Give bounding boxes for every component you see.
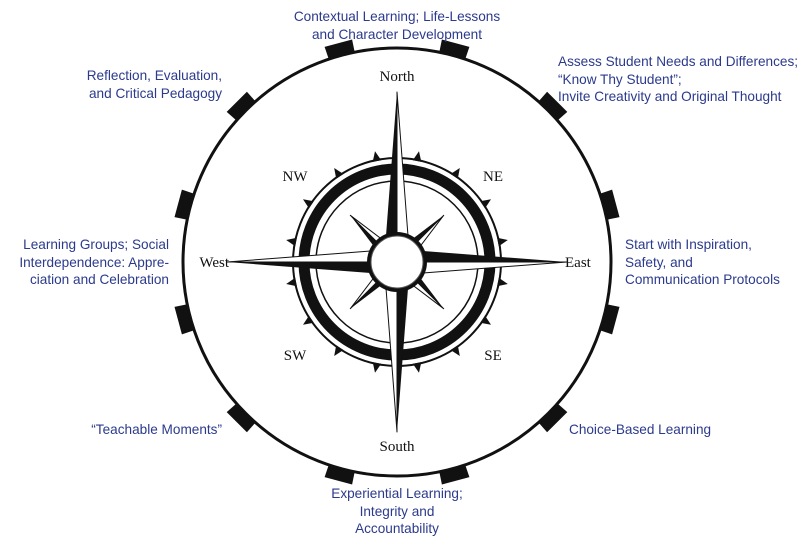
inner-ring-tick bbox=[480, 199, 491, 209]
caption-north: Contextual Learning; Life-Lessons and Ch… bbox=[271, 8, 523, 43]
cardinal-point-dark bbox=[397, 262, 410, 432]
caption-line: Assess Student Needs and Differences; bbox=[558, 54, 799, 69]
inner-ring-tick bbox=[497, 277, 508, 287]
caption-southeast: Choice-Based Learning bbox=[569, 421, 711, 439]
compass-hub-face bbox=[370, 235, 424, 289]
caption-line: Contextual Learning; Life-Lessons bbox=[293, 9, 501, 24]
inner-ring-tick bbox=[286, 277, 297, 287]
caption-south: Experiential Learning; Integrity and Acc… bbox=[304, 485, 490, 538]
caption-line: Communication Protocols bbox=[625, 272, 780, 287]
inner-ring-tick bbox=[450, 168, 460, 179]
direction-northwest: NW bbox=[283, 169, 309, 185]
inner-ring-tick bbox=[286, 237, 297, 247]
caption-line: Integrity and bbox=[359, 503, 435, 519]
direction-east: East bbox=[565, 255, 592, 271]
caption-line: ciation and Celebration bbox=[29, 272, 169, 287]
inner-ring-tick bbox=[412, 362, 422, 373]
inner-ring-tick bbox=[372, 151, 382, 162]
direction-southwest: SW bbox=[284, 348, 307, 364]
caption-line: Invite Creativity and Original Thought bbox=[558, 89, 782, 104]
outer-notch bbox=[533, 398, 568, 433]
inner-ring-tick bbox=[412, 151, 422, 162]
caption-line: Safety, and bbox=[625, 254, 693, 270]
direction-northeast: NE bbox=[483, 169, 503, 185]
inner-ring-notches bbox=[286, 151, 508, 373]
caption-line: Start with Inspiration, bbox=[625, 237, 752, 252]
caption-line: Experiential Learning; bbox=[331, 486, 463, 501]
caption-line: Choice-Based Learning bbox=[569, 422, 712, 437]
caption-line: Reflection, Evaluation, bbox=[86, 68, 222, 83]
direction-north: North bbox=[380, 69, 415, 85]
direction-west: West bbox=[199, 255, 229, 271]
caption-northeast: Assess Student Needs and Differences; “K… bbox=[558, 53, 798, 106]
caption-west: Learning Groups; Social Interdependence:… bbox=[0, 236, 169, 289]
caption-line: and Character Development bbox=[311, 26, 482, 42]
direction-south: South bbox=[379, 439, 415, 455]
caption-southwest: “Teachable Moments” bbox=[40, 421, 222, 439]
caption-line: Learning Groups; Social bbox=[23, 237, 169, 252]
inner-ring-tick bbox=[480, 315, 491, 325]
outer-notch bbox=[533, 91, 568, 126]
caption-line: “Know Thy Student”; bbox=[558, 71, 682, 87]
inner-ring-tick bbox=[334, 168, 344, 179]
inner-ring-tick bbox=[334, 345, 344, 356]
caption-northwest: Reflection, Evaluation, and Critical Ped… bbox=[50, 67, 222, 102]
outer-notch bbox=[226, 91, 261, 126]
inner-ring-tick bbox=[450, 345, 460, 356]
cardinal-point-dark bbox=[227, 262, 397, 275]
caption-line: “Teachable Moments” bbox=[91, 422, 222, 437]
outer-notch bbox=[226, 398, 261, 433]
inner-ring-tick bbox=[303, 199, 314, 209]
caption-line: and Critical Pedagogy bbox=[89, 85, 222, 101]
caption-line: Interdependence: Appre- bbox=[19, 254, 169, 270]
inner-ring-tick bbox=[303, 315, 314, 325]
caption-east: Start with Inspiration, Safety, and Comm… bbox=[625, 236, 780, 289]
direction-southeast: SE bbox=[484, 348, 502, 364]
inner-ring-tick bbox=[372, 362, 382, 373]
cardinal-point-dark bbox=[384, 92, 397, 262]
caption-line: Accountability bbox=[355, 521, 439, 536]
cardinal-point-dark bbox=[397, 249, 567, 262]
inner-ring-tick bbox=[497, 237, 508, 247]
